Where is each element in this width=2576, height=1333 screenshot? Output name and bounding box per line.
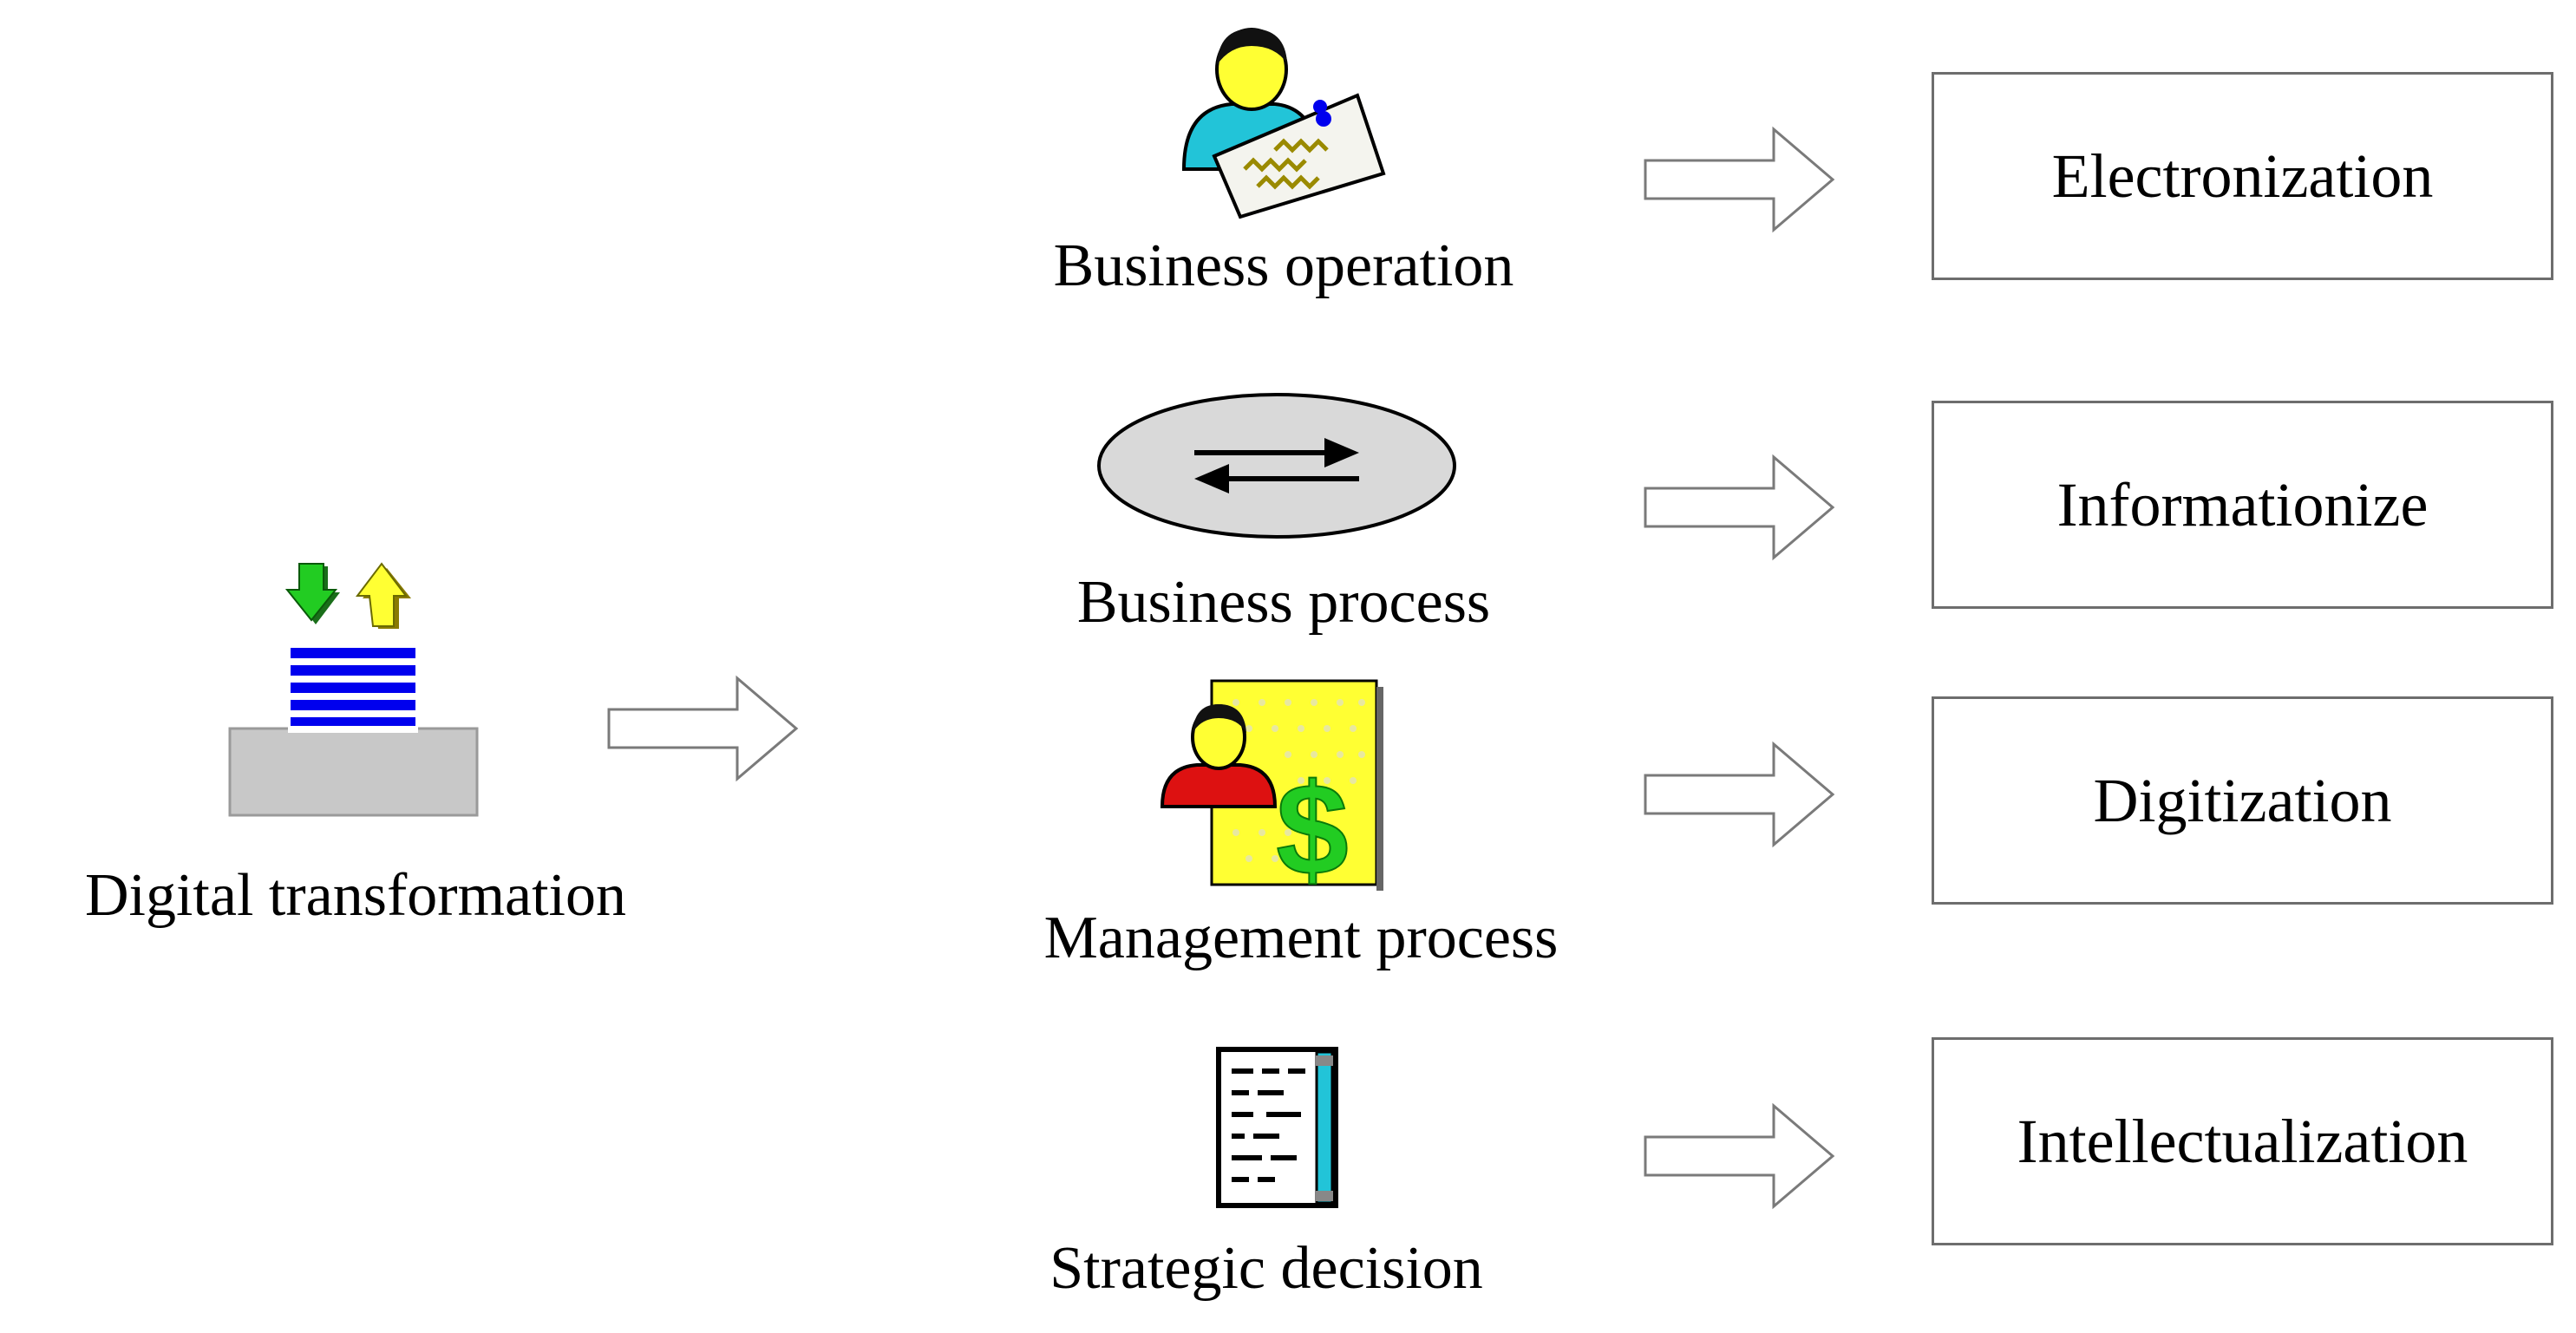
intellectualization-label: Intellectualization xyxy=(2017,1106,2468,1176)
arrow-icon xyxy=(1644,1102,1835,1210)
business-operation-label: Business operation xyxy=(1053,232,1514,299)
person-with-document-icon xyxy=(1181,28,1386,219)
strategic-decision-label: Strategic decision xyxy=(1049,1235,1483,1302)
arrow-icon xyxy=(1644,126,1835,233)
digitization-label: Digitization xyxy=(2093,765,2392,835)
svg-text:$: $ xyxy=(1276,756,1348,902)
person-money-document-icon: $ xyxy=(1160,679,1383,903)
digital-transformation-label: Digital transformation xyxy=(84,862,627,929)
report-document-icon xyxy=(1216,1047,1338,1208)
arrow-icon xyxy=(1644,741,1835,848)
main-arrow-icon xyxy=(607,675,799,782)
arrow-icon xyxy=(1644,454,1835,561)
digital-transformation-icon xyxy=(228,562,479,817)
exchange-arrows-ellipse-icon xyxy=(1097,393,1456,539)
electronization-box: Electronization xyxy=(1932,72,2553,280)
digitization-box: Digitization xyxy=(1932,696,2553,905)
informationize-box: Informationize xyxy=(1932,401,2553,609)
electronization-label: Electronization xyxy=(2051,140,2434,211)
intellectualization-box: Intellectualization xyxy=(1932,1037,2553,1245)
management-process-label: Management process xyxy=(1043,905,1559,971)
business-process-label: Business process xyxy=(1076,569,1491,636)
informationize-label: Informationize xyxy=(2056,469,2429,539)
